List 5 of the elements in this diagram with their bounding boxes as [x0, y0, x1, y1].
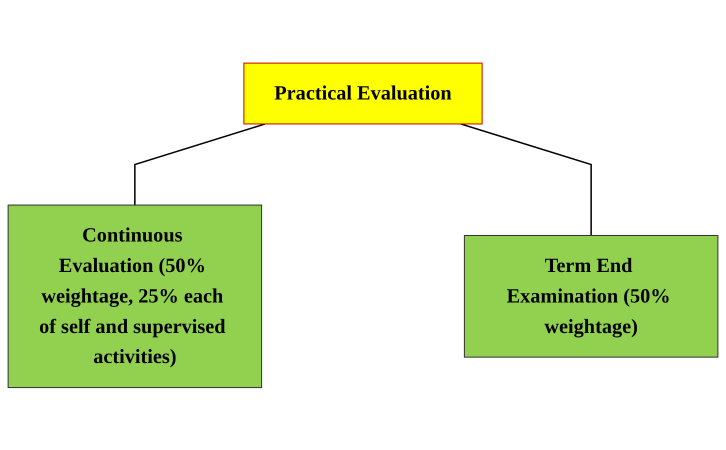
node-box: Continuous Evaluation (50% weightage, 25% each of self and supervised activities) — [8, 204, 262, 388]
node-box: Practical Evaluation — [243, 62, 483, 124]
connector — [460, 122, 592, 236]
node-box: Term End Examination (50% weightage) — [464, 234, 718, 358]
connector — [134, 122, 266, 205]
